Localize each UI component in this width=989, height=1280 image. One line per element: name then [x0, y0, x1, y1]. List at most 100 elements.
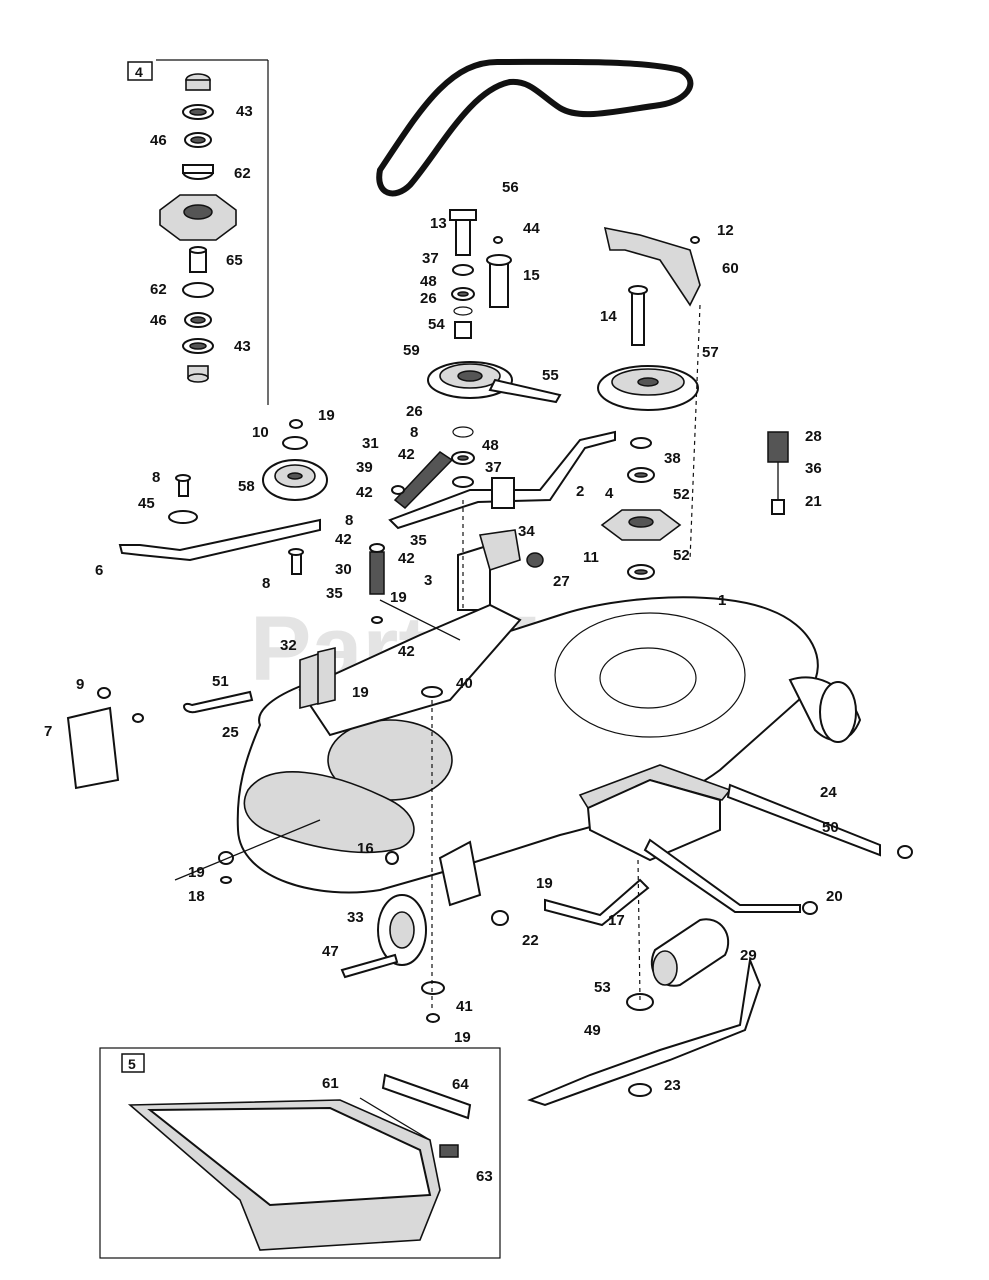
- callout-14: 14: [600, 308, 617, 325]
- idler-arm: [388, 430, 616, 611]
- callout-55: 55: [542, 367, 559, 384]
- callout-35: 35: [326, 585, 343, 602]
- callout-10: 10: [252, 424, 269, 441]
- callout-35: 35: [410, 532, 427, 549]
- callout-46: 46: [150, 312, 167, 329]
- spindle-shaft: [486, 236, 512, 308]
- callout-21: 21: [805, 493, 822, 510]
- callout-19: 19: [188, 864, 205, 881]
- callout-32: 32: [280, 637, 297, 654]
- callout-43: 43: [234, 338, 251, 355]
- callout-8: 8: [345, 512, 353, 529]
- height-adjuster: [767, 431, 789, 515]
- callout-7: 7: [44, 723, 52, 740]
- callout-44: 44: [523, 220, 540, 237]
- callout-22: 22: [522, 932, 539, 949]
- inset-5-label: 5: [128, 1056, 136, 1072]
- callout-53: 53: [594, 979, 611, 996]
- callout-26: 26: [420, 290, 437, 307]
- callout-45: 45: [138, 495, 155, 512]
- callout-12: 12: [717, 222, 734, 239]
- callout-41: 41: [456, 998, 473, 1015]
- callout-42: 42: [398, 550, 415, 567]
- callout-38: 38: [664, 450, 681, 467]
- blade-pulley: [597, 285, 699, 411]
- inset-4-frame: 4: [127, 59, 269, 405]
- callout-57: 57: [702, 344, 719, 361]
- callout-48: 48: [420, 273, 437, 290]
- callout-51: 51: [212, 673, 229, 690]
- callout-29: 29: [740, 947, 757, 964]
- callout-64: 64: [452, 1076, 469, 1093]
- callout-3: 3: [424, 572, 432, 589]
- callout-34: 34: [518, 523, 535, 540]
- inset-4-label: 4: [135, 64, 143, 80]
- idler-bracket: [603, 226, 701, 307]
- callout-19: 19: [454, 1029, 471, 1046]
- deck-hardware: [218, 646, 509, 926]
- callout-9: 9: [76, 676, 84, 693]
- center-spindle-stack: [427, 209, 562, 488]
- callout-31: 31: [362, 435, 379, 452]
- blade-assembly: [527, 918, 762, 1107]
- spindle-assembly-inset: [159, 73, 237, 383]
- callout-58: 58: [238, 478, 255, 495]
- deck-baffle: [66, 687, 144, 790]
- callout-24: 24: [820, 784, 837, 801]
- callout-2: 2: [576, 483, 584, 500]
- callout-42: 42: [335, 531, 352, 548]
- callout-42: 42: [398, 643, 415, 660]
- callout-39: 39: [356, 459, 373, 476]
- deck-rod-51: [183, 690, 254, 714]
- callout-30: 30: [335, 561, 352, 578]
- callout-61: 61: [322, 1075, 339, 1092]
- callout-65: 65: [226, 252, 243, 269]
- callout-1: 1: [718, 592, 726, 609]
- callout-37: 37: [422, 250, 439, 267]
- callout-20: 20: [826, 888, 843, 905]
- inset-5-label-box: [121, 1053, 145, 1073]
- callout-56: 56: [502, 179, 519, 196]
- front-hanger-assembly: [544, 764, 913, 927]
- callout-62: 62: [234, 165, 251, 182]
- inset-5-frame: 5: [99, 1047, 501, 1259]
- callout-8: 8: [262, 575, 270, 592]
- deck-wheel: [340, 894, 445, 1023]
- callout-48: 48: [482, 437, 499, 454]
- callout-15: 15: [523, 267, 540, 284]
- callout-13: 13: [430, 215, 447, 232]
- leader-lines: [174, 304, 701, 1010]
- callout-19: 19: [352, 684, 369, 701]
- callout-8: 8: [410, 424, 418, 441]
- callout-23: 23: [664, 1077, 681, 1094]
- tension-spring: [369, 543, 385, 624]
- callout-43: 43: [236, 103, 253, 120]
- inset-4-label-box: [127, 61, 153, 81]
- callout-42: 42: [398, 446, 415, 463]
- callout-19: 19: [318, 407, 335, 424]
- callout-46: 46: [150, 132, 167, 149]
- callout-52: 52: [673, 486, 690, 503]
- callout-19: 19: [536, 875, 553, 892]
- callout-59: 59: [403, 342, 420, 359]
- deck-belt: [376, 58, 694, 197]
- left-idler-assembly: [118, 419, 328, 575]
- callout-60: 60: [722, 260, 739, 277]
- callout-28: 28: [805, 428, 822, 445]
- callout-25: 25: [222, 724, 239, 741]
- callout-8: 8: [152, 469, 160, 486]
- callout-6: 6: [95, 562, 103, 579]
- callout-49: 49: [584, 1022, 601, 1039]
- callout-11: 11: [583, 549, 599, 566]
- mower-deck: [236, 596, 862, 894]
- callout-26: 26: [406, 403, 423, 420]
- callout-52: 52: [673, 547, 690, 564]
- mulch-chute-inset: [127, 1073, 472, 1251]
- callout-63: 63: [476, 1168, 493, 1185]
- callout-18: 18: [188, 888, 205, 905]
- idler-spring: [391, 451, 454, 510]
- right-spindle-stack: [600, 437, 682, 580]
